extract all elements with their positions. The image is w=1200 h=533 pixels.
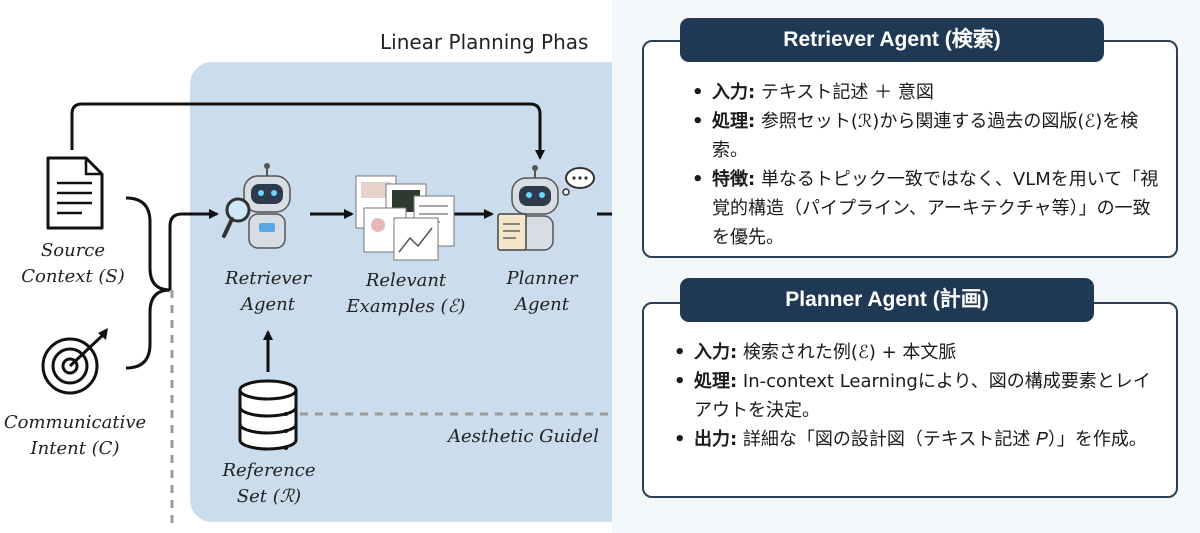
relevant-examples-line2: Examples (ℰ): [346, 296, 466, 317]
input-join-bracket: [125, 196, 171, 370]
database-icon: [238, 379, 298, 451]
retriever-robot-icon: [222, 163, 291, 249]
planner-card-list: 入力: 検索された例(ℰ) + 本文脈 処理: In-context Learn…: [672, 338, 1167, 454]
planner-item-input-label: 入力:: [694, 342, 738, 363]
retriever-item-process-text: 参照セット(ℛ)から関連する過去の図版(ℰ)を検索。: [712, 111, 1139, 161]
planner-item-input: 入力: 検索された例(ℰ) + 本文脈: [672, 338, 1167, 367]
examples-stack-icon: [355, 175, 455, 261]
diagram-panel: Linear Planning Phas: [0, 30, 612, 530]
planner-item-process-text: In-context Learningにより、図の構成要素とレイアウトを決定。: [694, 371, 1151, 421]
planner-item-output: 出力: 詳細な「図の設計図（テキスト記述 𝑃）」を作成。: [672, 425, 1167, 454]
source-to-planner-arrow: [70, 102, 545, 160]
retriever-agent-line2: Agent: [241, 294, 295, 315]
communicative-intent-line1: Communicative: [3, 412, 147, 433]
retriever-agent-label: Retriever Agent: [216, 266, 320, 318]
communicative-intent-label: Communicative Intent (𝐶): [0, 410, 150, 462]
retriever-card-title: Retriever Agent (検索): [680, 18, 1104, 62]
join-to-retriever-arrow: [168, 209, 219, 290]
planner-item-output-label: 出力:: [694, 429, 738, 450]
communicative-intent-line2: Intent (𝐶): [30, 438, 120, 459]
reference-set-label: Reference Set (ℛ): [214, 458, 324, 510]
retriever-card-list: 入力: テキスト記述 ＋ 意図 処理: 参照セット(ℛ)から関連する過去の図版(…: [690, 78, 1160, 252]
retriever-agent-line1: Retriever: [225, 268, 311, 289]
retriever-item-process: 処理: 参照セット(ℛ)から関連する過去の図版(ℰ)を検索。: [690, 107, 1160, 165]
retriever-item-input-label: 入力:: [712, 82, 756, 103]
relevant-examples-line1: Relevant: [365, 270, 447, 291]
reference-set-line2: Set (ℛ): [236, 486, 302, 507]
retriever-item-feature-text: 単なるトピック一致ではなく、VLMを用いて「視覚的構造（パイプライン、アーキテク…: [712, 169, 1159, 248]
retriever-item-input: 入力: テキスト記述 ＋ 意図: [690, 78, 1160, 107]
planner-card-title: Planner Agent (計画): [680, 278, 1094, 322]
flow-diagram: [41, 102, 612, 530]
phase-title: Linear Planning Phas: [380, 30, 589, 54]
planner-item-process-label: 処理:: [694, 371, 738, 392]
planner-item-process: 処理: In-context Learningにより、図の構成要素とレイアウトを…: [672, 367, 1167, 425]
source-context-line2: Context (𝑆): [21, 266, 125, 287]
retriever-item-input-text: テキスト記述 ＋ 意図: [755, 82, 934, 103]
retriever-item-feature: 特徴: 単なるトピック一致ではなく、VLMを用いて「視覚的構造（パイプライン、ア…: [690, 165, 1160, 252]
planner-robot-icon: [497, 165, 595, 251]
aesthetic-guidelines-label: Aesthetic Guidel: [448, 426, 599, 447]
planner-agent-line1: Planner: [506, 268, 578, 289]
retriever-item-process-label: 処理:: [712, 111, 756, 132]
planner-item-input-text: 検索された例(ℰ) + 本文脈: [737, 342, 957, 363]
planner-agent-label: Planner Agent: [494, 266, 590, 318]
target-icon: [41, 328, 108, 395]
source-context-line1: Source: [40, 240, 106, 261]
relevant-examples-label: Relevant Examples (ℰ): [332, 268, 480, 320]
planner-item-output-text: 詳細な「図の設計図（テキスト記述 𝑃）」を作成。: [737, 429, 1147, 450]
retriever-item-feature-label: 特徴:: [712, 169, 756, 190]
source-context-label: Source Context (𝑆): [20, 238, 126, 290]
planner-agent-line2: Agent: [515, 294, 569, 315]
reference-set-line1: Reference: [222, 460, 316, 481]
document-icon: [46, 156, 104, 230]
